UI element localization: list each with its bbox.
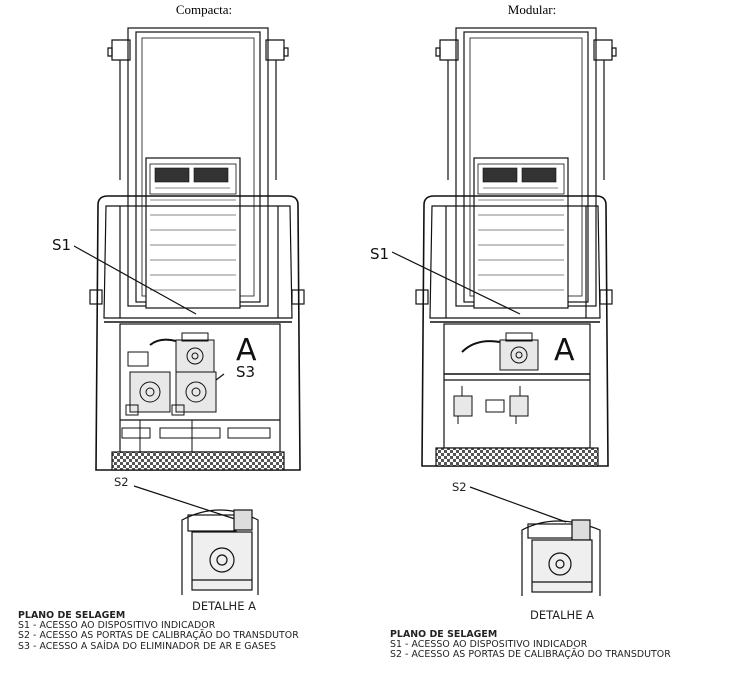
compacta-s1-label: S1 bbox=[52, 236, 71, 254]
modular-diagram: Modular: bbox=[370, 2, 617, 622]
modular-s1-label: S1 bbox=[370, 245, 389, 263]
modular-detail-a-view bbox=[521, 519, 601, 596]
modular-s1-leader bbox=[391, 251, 521, 315]
modular-s2-label: S2 bbox=[452, 480, 467, 494]
compacta-sealing-legend: PLANO DE SELAGEM S1 - ACESSO AO DISPOSIT… bbox=[18, 610, 299, 652]
modular-legend-heading: PLANO DE SELAGEM bbox=[390, 629, 498, 640]
compacta-legend-heading: PLANO DE SELAGEM bbox=[18, 610, 126, 621]
compacta-legend-item-s1: S1 - ACESSO AO DISPOSITIVO INDICADOR bbox=[18, 620, 216, 632]
modular-title: Modular: bbox=[508, 2, 556, 17]
compacta-base-grill bbox=[111, 451, 285, 471]
modular-sealing-legend: PLANO DE SELAGEM S1 - ACESSO AO DISPOSIT… bbox=[390, 629, 671, 661]
compacta-s1-leader bbox=[73, 245, 197, 315]
compacta-diagram: Compacta: bbox=[52, 2, 305, 613]
modular-legend-item-s2: S2 - ACESSO AS PORTAS DE CALIBRAÇÃO DO T… bbox=[390, 649, 671, 661]
compacta-detail-caption: DETALHE A bbox=[192, 599, 256, 613]
modular-detail-caption: DETALHE A bbox=[530, 608, 594, 622]
compacta-detail-a-label: A bbox=[236, 333, 257, 368]
compacta-display-head bbox=[145, 157, 241, 309]
compacta-title: Compacta: bbox=[176, 2, 232, 17]
compacta-s2-leader bbox=[133, 485, 239, 521]
compacta-s3-label: S3 bbox=[236, 363, 255, 381]
modular-base-grill bbox=[435, 447, 599, 467]
compacta-detail-a-view bbox=[181, 509, 259, 595]
modular-display-head bbox=[473, 157, 569, 309]
modular-detail-a-label: A bbox=[554, 333, 575, 368]
compacta-hydraulics bbox=[121, 332, 271, 462]
compacta-legend-item-s3: S3 - ACESSO A SAÍDA DO ELIMINADOR DE AR … bbox=[18, 640, 277, 652]
modular-hydraulics bbox=[453, 332, 539, 424]
compacta-legend-item-s2: S2 - ACESSO AS PORTAS DE CALIBRAÇÃO DO T… bbox=[18, 630, 299, 642]
compacta-s3-leader bbox=[215, 373, 225, 381]
compacta-s2-label: S2 bbox=[114, 475, 129, 489]
modular-s2-leader bbox=[469, 486, 567, 523]
modular-legend-item-s1: S1 - ACESSO AO DISPOSITIVO INDICADOR bbox=[390, 639, 588, 651]
